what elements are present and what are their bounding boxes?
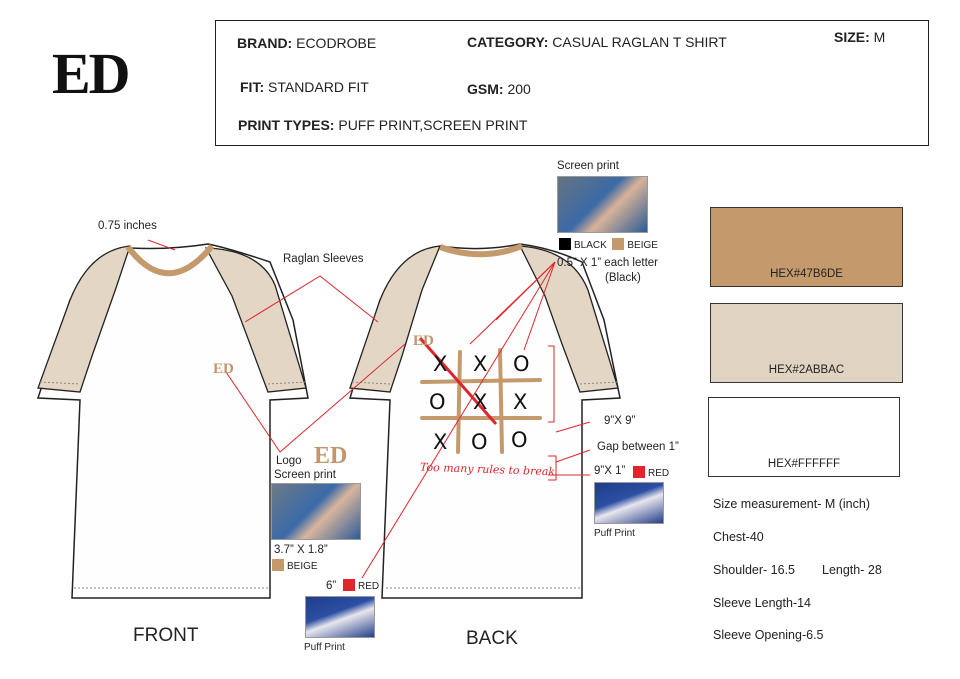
measure-title: Size measurement- M (inch) xyxy=(713,497,870,511)
spec-size: SIZE: M xyxy=(834,29,886,45)
grid-size: 9”X 9” xyxy=(604,415,636,427)
measure-length: Length- 28 xyxy=(822,563,882,577)
front-chest-logo: ED xyxy=(213,361,234,377)
puff-print-photo xyxy=(305,596,375,638)
front-body xyxy=(36,243,309,599)
measure-sleeve-opening: Sleeve Opening-6.5 xyxy=(713,628,824,642)
swatch-white-label: HEX#FFFFFF xyxy=(767,458,841,470)
front-screen-print-label: Screen print xyxy=(274,469,337,481)
back-body xyxy=(349,243,621,599)
tictactoe-grid xyxy=(420,348,542,454)
front-collar xyxy=(125,244,215,277)
back-title: BACK xyxy=(466,628,518,649)
spec-gsm: GSM: 200 xyxy=(467,81,531,97)
sleeve-note: Raglan Sleeves xyxy=(283,253,364,265)
text-color: RED xyxy=(633,466,669,479)
measure-shoulder: Shoulder- 16.5 xyxy=(713,563,796,577)
spec-box xyxy=(215,20,929,146)
cell-3: O xyxy=(513,352,530,376)
cell-4: O xyxy=(429,390,446,414)
front-puff-label: Puff Print xyxy=(304,642,345,653)
back-puff-label: Puff Print xyxy=(594,528,635,539)
cell-5: X xyxy=(473,390,488,414)
cell-7: X xyxy=(433,430,448,454)
back-puff-photo xyxy=(594,482,664,524)
logo-color: BEIGE xyxy=(272,559,318,572)
cell-8: O xyxy=(471,430,488,454)
gap-note: Gap between 1” xyxy=(597,441,679,453)
back-collar xyxy=(438,243,524,258)
screen-print-photo xyxy=(271,483,361,540)
collar-note: 0.75 inches xyxy=(98,220,157,232)
strike-line xyxy=(418,337,498,425)
letter-size: 0.5” X 1” each letter xyxy=(557,257,658,269)
measure-sleeve-length: Sleeve Length-14 xyxy=(713,596,811,610)
front-title: FRONT xyxy=(133,625,199,646)
logo-mark: ED xyxy=(314,443,348,469)
swatch-sand-label: HEX#2ABBAC xyxy=(768,364,845,376)
swatch-white: HEX#FFFFFF xyxy=(708,397,900,477)
measure-chest: Chest-40 xyxy=(713,530,764,544)
text-size: 9”X 1” xyxy=(594,465,626,477)
cell-2: X xyxy=(473,352,488,376)
back-screen-print-label: Screen print xyxy=(557,160,620,172)
swatch-sand: HEX#2ABBAC xyxy=(710,303,903,383)
back-ed-mark: ED xyxy=(413,333,434,349)
letter-color: (Black) xyxy=(605,272,641,284)
back-screen-print-photo xyxy=(557,176,648,233)
logo-size: 3.7” X 1.8” xyxy=(274,544,328,556)
spec-print-types: PRINT TYPES: PUFF PRINT,SCREEN PRINT xyxy=(238,117,528,133)
cell-6: X xyxy=(513,390,528,414)
tictactoe: X X O O X X X O O xyxy=(425,350,545,458)
puff-size: 6” xyxy=(326,580,337,592)
swatch-beige-label: HEX#47B6DE xyxy=(770,268,843,280)
black-chip xyxy=(559,238,571,250)
back-right-sleeve xyxy=(518,245,619,393)
cell-9: O xyxy=(511,428,528,452)
front-right-sleeve xyxy=(204,247,307,393)
logo-label: Logo xyxy=(276,455,302,467)
front-left-sleeve xyxy=(37,245,131,393)
spec-category: CATEGORY: CASUAL RAGLAN T SHIRT xyxy=(467,34,727,50)
red-chip xyxy=(343,579,355,591)
beige-chip xyxy=(272,559,284,571)
back-left-sleeve xyxy=(349,245,442,393)
swatch-beige: HEX#47B6DE xyxy=(710,207,903,287)
back-colors: BLACK BEIGE xyxy=(559,238,658,251)
spec-brand: BRAND: ECODROBE xyxy=(237,35,377,51)
puff-color: RED xyxy=(343,579,379,592)
spec-fit: FIT: STANDARD FIT xyxy=(240,79,369,95)
beige-chip-2 xyxy=(612,238,625,250)
red-chip-2 xyxy=(633,466,645,478)
brand-logo: ED xyxy=(52,41,131,106)
cell-1: X xyxy=(433,352,448,376)
